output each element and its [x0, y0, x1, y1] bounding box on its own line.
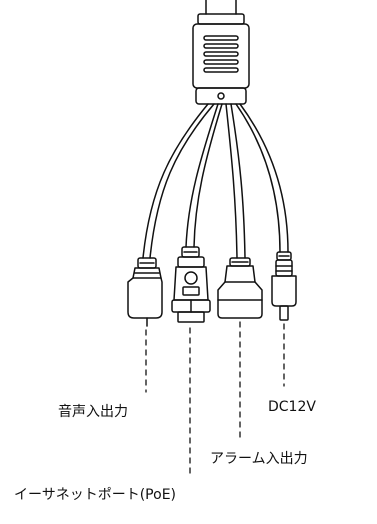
ethernet-poe-label: イーサネットポート(PoE) — [14, 487, 176, 503]
dc-plug-icon — [271, 251, 297, 321]
leader-lines — [145, 321, 285, 477]
dc-power-label: DC12V — [268, 399, 316, 415]
cables — [142, 103, 289, 259]
audio-io-label: 音声入出力 — [58, 404, 128, 420]
alarm-io-label: アラーム入出力 — [210, 451, 308, 467]
cable-housing-icon — [192, 23, 250, 105]
cable-stub-top — [197, 0, 245, 25]
alarm-connector-icon — [217, 257, 263, 319]
audio-jack-icon — [127, 257, 163, 327]
rj45-connector-icon — [171, 246, 211, 323]
